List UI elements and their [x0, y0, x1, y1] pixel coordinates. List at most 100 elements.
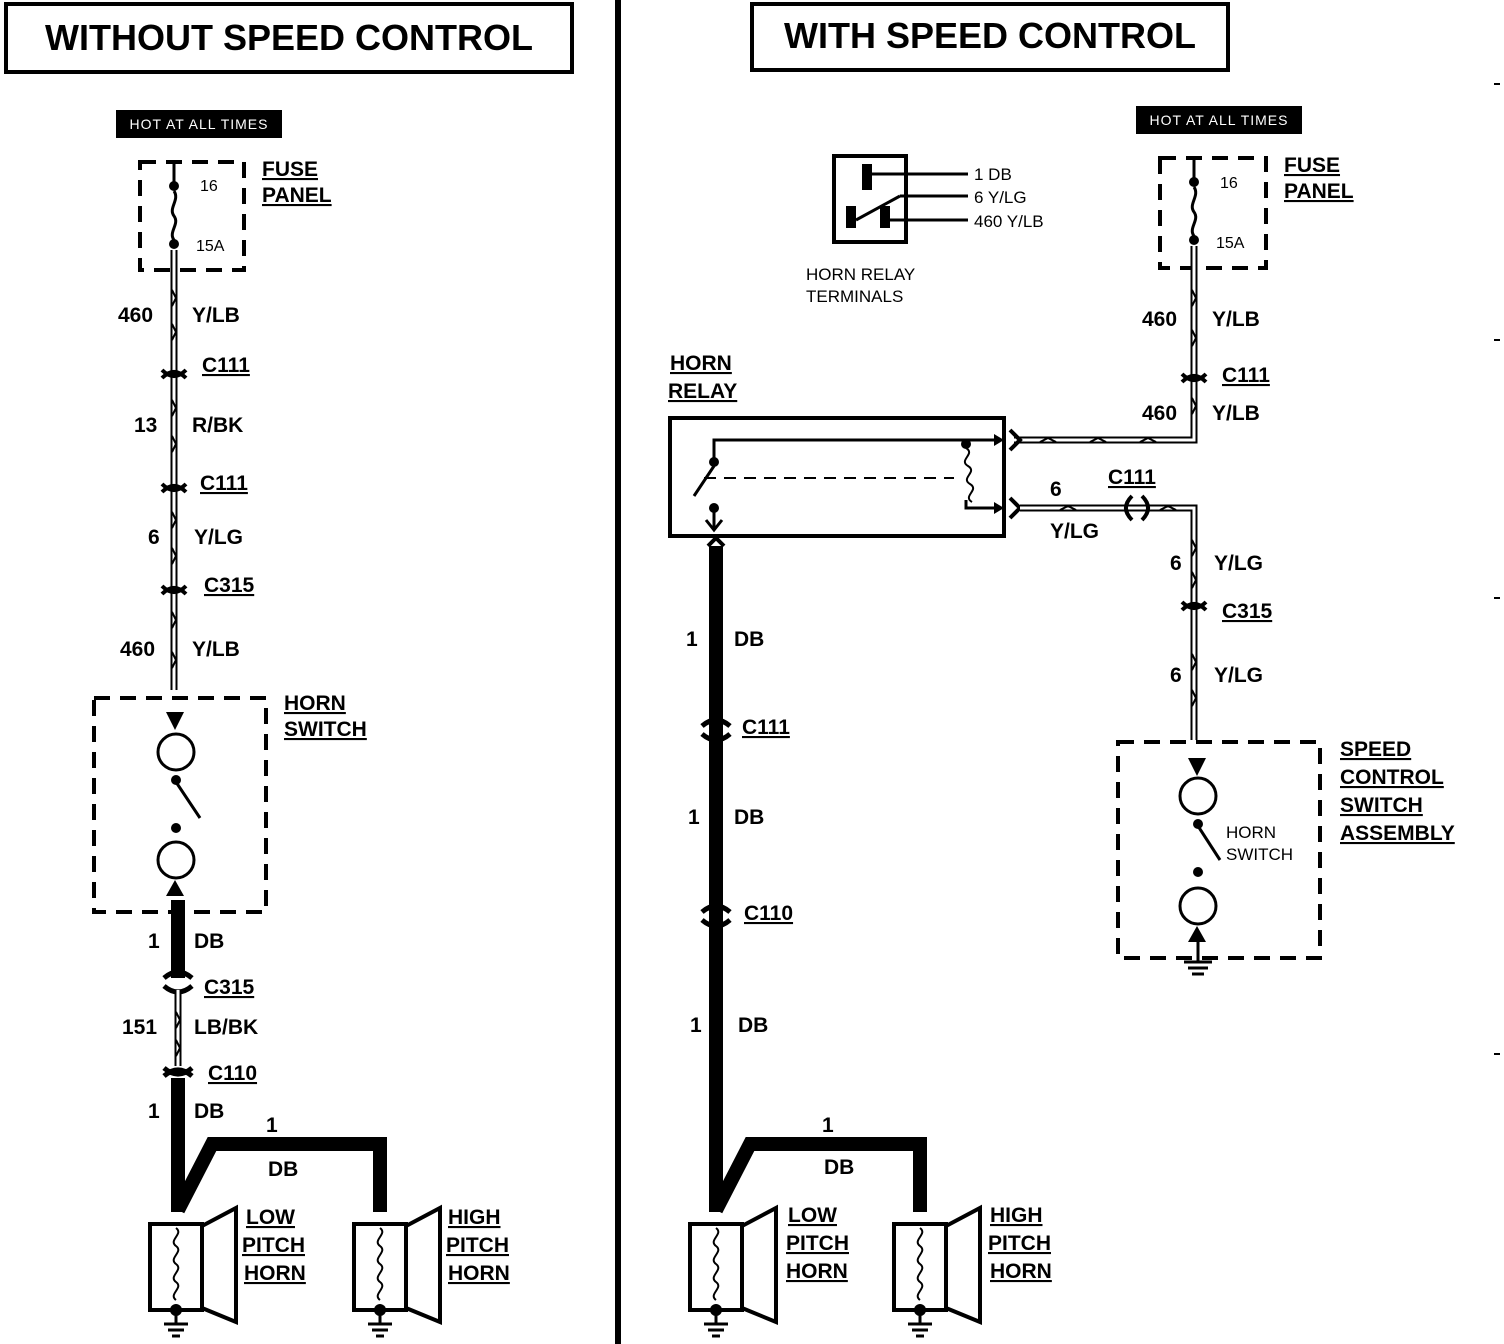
- svg-text:6: 6: [1050, 478, 1062, 501]
- svg-text:6: 6: [1170, 552, 1182, 575]
- svg-text:15A: 15A: [1216, 235, 1245, 252]
- right-title: WITH SPEED CONTROL: [784, 15, 1196, 56]
- svg-text:SPEED: SPEED: [1340, 738, 1411, 761]
- svg-text:LOW: LOW: [788, 1204, 837, 1227]
- left-title: WITHOUT SPEED CONTROL: [45, 17, 533, 58]
- edge-ticks: [1494, 83, 1500, 1055]
- left-horn-switch-box: [92, 696, 268, 914]
- speed-control-ground-icon: [1184, 942, 1212, 976]
- svg-text:C110: C110: [208, 1062, 257, 1085]
- svg-text:LOW: LOW: [246, 1206, 295, 1229]
- left-horn-switch-label-2: SWITCH: [284, 718, 367, 741]
- left-hot-badge: [116, 110, 282, 138]
- right-panel: WITH SPEED CONTROL HOT AT ALL TIMES 1 DB…: [668, 2, 1455, 1338]
- svg-text:DB: DB: [734, 806, 764, 829]
- svg-text:151: 151: [122, 1016, 157, 1039]
- svg-text:Y/LG: Y/LG: [1050, 520, 1099, 543]
- svg-text:460: 460: [118, 304, 153, 327]
- left-horn-switch-label-1: HORN: [284, 692, 346, 715]
- left-fuse-icon: [170, 190, 178, 241]
- left-hot-label: HOT AT ALL TIMES: [130, 116, 269, 132]
- svg-text:6 Y/LG: 6 Y/LG: [974, 188, 1027, 207]
- horn-relay-terminals-icon: [832, 154, 968, 244]
- svg-text:HIGH: HIGH: [448, 1206, 501, 1229]
- svg-text:460: 460: [1142, 402, 1177, 425]
- right-fuse-panel-box: [1158, 156, 1268, 270]
- svg-text:Y/LG: Y/LG: [194, 526, 243, 549]
- svg-text:1: 1: [822, 1114, 834, 1137]
- svg-text:13: 13: [134, 414, 157, 437]
- svg-text:C111: C111: [1222, 364, 1270, 387]
- left-fuse-panel-label-2: PANEL: [262, 184, 332, 207]
- svg-text:ASSEMBLY: ASSEMBLY: [1340, 822, 1455, 845]
- svg-text:LB/BK: LB/BK: [194, 1016, 258, 1039]
- left-fuse-panel-box: [138, 160, 246, 272]
- svg-text:DB: DB: [738, 1014, 768, 1037]
- svg-text:FUSE: FUSE: [1284, 154, 1340, 177]
- left-wire-1-db-c: [171, 1137, 387, 1214]
- right-wire-1-db-b: [709, 1137, 927, 1214]
- svg-text:16: 16: [1220, 175, 1238, 192]
- right-title-box: [750, 2, 1230, 72]
- speed-control-switch-assembly-box: [1116, 740, 1322, 960]
- right-hot-label: HOT AT ALL TIMES: [1150, 112, 1289, 128]
- svg-text:C111: C111: [202, 354, 250, 377]
- svg-text:15A: 15A: [196, 238, 225, 255]
- left-horn-switch-arrow-in: [166, 712, 184, 730]
- right-connector-c315: [1180, 600, 1208, 612]
- relay-socket-1: [1008, 428, 1023, 452]
- left-panel: WITHOUT SPEED CONTROL HOT AT ALL TIMES 1…: [4, 2, 574, 1338]
- left-title-box: [4, 2, 574, 74]
- svg-text:C315: C315: [204, 976, 255, 999]
- svg-text:460 Y/LB: 460 Y/LB: [974, 212, 1044, 231]
- svg-text:DB: DB: [268, 1158, 298, 1181]
- right-hot-badge: [1136, 106, 1302, 134]
- right-connector-c110: [700, 903, 732, 929]
- svg-text:PITCH: PITCH: [242, 1234, 305, 1257]
- svg-text:1: 1: [148, 930, 160, 953]
- svg-text:1 DB: 1 DB: [974, 165, 1012, 184]
- svg-text:C111: C111: [200, 472, 248, 495]
- svg-text:16: 16: [200, 178, 218, 195]
- svg-text:C111: C111: [742, 716, 790, 739]
- svg-text:6: 6: [1170, 664, 1182, 687]
- svg-text:Y/LB: Y/LB: [1212, 402, 1260, 425]
- svg-text:1: 1: [148, 1100, 160, 1123]
- svg-text:C110: C110: [744, 902, 793, 925]
- svg-text:R/BK: R/BK: [192, 414, 243, 437]
- svg-text:1: 1: [688, 806, 700, 829]
- svg-text:HORN RELAY: HORN RELAY: [806, 265, 915, 284]
- horn-relay-internal: [692, 434, 1004, 533]
- relay-socket-2: [1008, 496, 1023, 520]
- svg-text:TERMINALS: TERMINALS: [806, 287, 903, 306]
- right-connector-c111-b: [1124, 494, 1150, 522]
- right-fuse-icon: [1190, 186, 1198, 237]
- svg-text:Y/LB: Y/LB: [1212, 308, 1260, 331]
- svg-text:Y/LG: Y/LG: [1214, 664, 1263, 687]
- svg-text:PITCH: PITCH: [446, 1234, 509, 1257]
- svg-text:1: 1: [266, 1114, 278, 1137]
- left-fuse-panel-label-1: FUSE: [262, 158, 318, 181]
- svg-text:CONTROL: CONTROL: [1340, 766, 1444, 789]
- left-high-pitch-horn-icon: [352, 1204, 442, 1338]
- svg-text:HORN: HORN: [786, 1260, 848, 1283]
- left-low-pitch-horn-icon: [148, 1204, 238, 1338]
- svg-text:1: 1: [686, 628, 698, 651]
- svg-text:SWITCH: SWITCH: [1226, 845, 1293, 864]
- svg-text:DB: DB: [194, 930, 224, 953]
- left-connector-c315-a: [160, 584, 188, 596]
- svg-text:6: 6: [148, 526, 160, 549]
- svg-text:1: 1: [690, 1014, 702, 1037]
- svg-text:HORN: HORN: [1226, 823, 1276, 842]
- svg-text:DB: DB: [734, 628, 764, 651]
- svg-text:Y/LG: Y/LG: [1214, 552, 1263, 575]
- left-connector-c111-b: [160, 482, 188, 494]
- left-horn-switch-blade: [174, 781, 202, 819]
- right-high-pitch-horn-icon: [892, 1204, 982, 1338]
- horn-relay-box: [668, 416, 1006, 538]
- svg-text:HORN: HORN: [990, 1260, 1052, 1283]
- right-low-pitch-horn-icon: [688, 1204, 778, 1338]
- svg-text:Y/LB: Y/LB: [192, 304, 240, 327]
- svg-text:C315: C315: [204, 574, 255, 597]
